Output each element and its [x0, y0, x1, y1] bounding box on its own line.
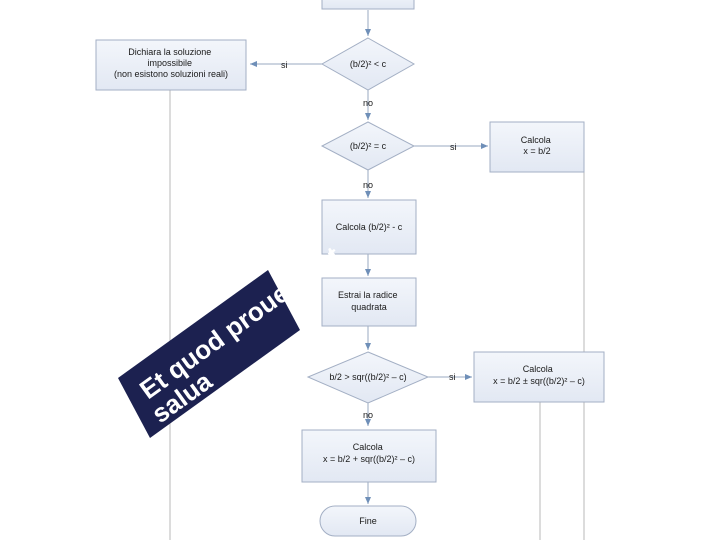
calc-pm-line-2: x = b/2 ± sqr((b/2)² – c) [493, 376, 585, 386]
root-box: Estrai la radice quadrata [321, 277, 417, 327]
calc-diff-box: Calcola (b/2)² - c [321, 199, 417, 255]
impossible-line-2: impossibile [147, 58, 192, 68]
decision-equal-label: (b/2)² = c [350, 141, 387, 151]
decision-equal: (b/2)² = c [320, 121, 416, 171]
edge-label-lt-no: no [363, 98, 373, 108]
end-terminator: Fine [319, 505, 417, 537]
svg-text:Dichiara la soluzione im: Dichiara la soluzione impossibile (non e… [114, 47, 228, 79]
edge-label-eq-yes: si [450, 142, 457, 152]
impossible-line-3: (non esistono soluzioni reali) [114, 69, 228, 79]
edge-label-lt-yes: si [281, 60, 288, 70]
root-line-1: Estrai la radice [338, 290, 398, 300]
edge-label-gt-no: no [363, 410, 373, 420]
edge-label-eq-no: no [363, 180, 373, 190]
calc-plus-line-1: Calcola [353, 442, 383, 452]
calc-diff-label: Calcola (b/2)² - c [336, 222, 403, 232]
impossible-line-1: Dichiara la soluzione [128, 47, 211, 57]
svg-text:Calcola x = b/2 ± sqr((b: Calcola x = b/2 ± sqr((b/2)² – c) [493, 364, 585, 386]
decision-less-than: (b/2)² < c [320, 37, 416, 91]
calc-pm-box: Calcola x = b/2 ± sqr((b/2)² – c) [473, 351, 605, 403]
impossible-box: Dichiara la soluzione impossibile (non e… [95, 39, 247, 91]
svg-text:Calcola x = b/2 + sqr((b: Calcola x = b/2 + sqr((b/2)² – c) [323, 442, 415, 464]
svg-text:Calcola x = b/2: Calcola x = b/2 [521, 135, 554, 156]
calc-x-eq-box: Calcola x = b/2 [489, 121, 585, 173]
latin-stamp: Et quod prouenerat salua [118, 240, 346, 438]
calc-plus-box: Calcola x = b/2 + sqr((b/2)² – c) [301, 429, 437, 483]
calc-plus-line-2: x = b/2 + sqr((b/2)² – c) [323, 454, 415, 464]
end-label: Fine [359, 516, 377, 526]
edge-label-gt-yes: si [449, 372, 456, 382]
decision-greater-label: b/2 > sqr((b/2)² – c) [329, 372, 406, 382]
svg-text:Estrai la radice quadrat: Estrai la radice quadrata [338, 290, 400, 312]
root-line-2: quadrata [351, 302, 387, 312]
calc-x-eq-line-1: Calcola [521, 135, 551, 145]
connectors [250, 10, 488, 504]
calc-x-eq-line-2: x = b/2 [523, 146, 550, 156]
top-box [321, 0, 415, 10]
calc-pm-line-1: Calcola [523, 364, 553, 374]
decision-greater: b/2 > sqr((b/2)² – c) [306, 351, 430, 404]
decision-less-than-label: (b/2)² < c [350, 59, 387, 69]
